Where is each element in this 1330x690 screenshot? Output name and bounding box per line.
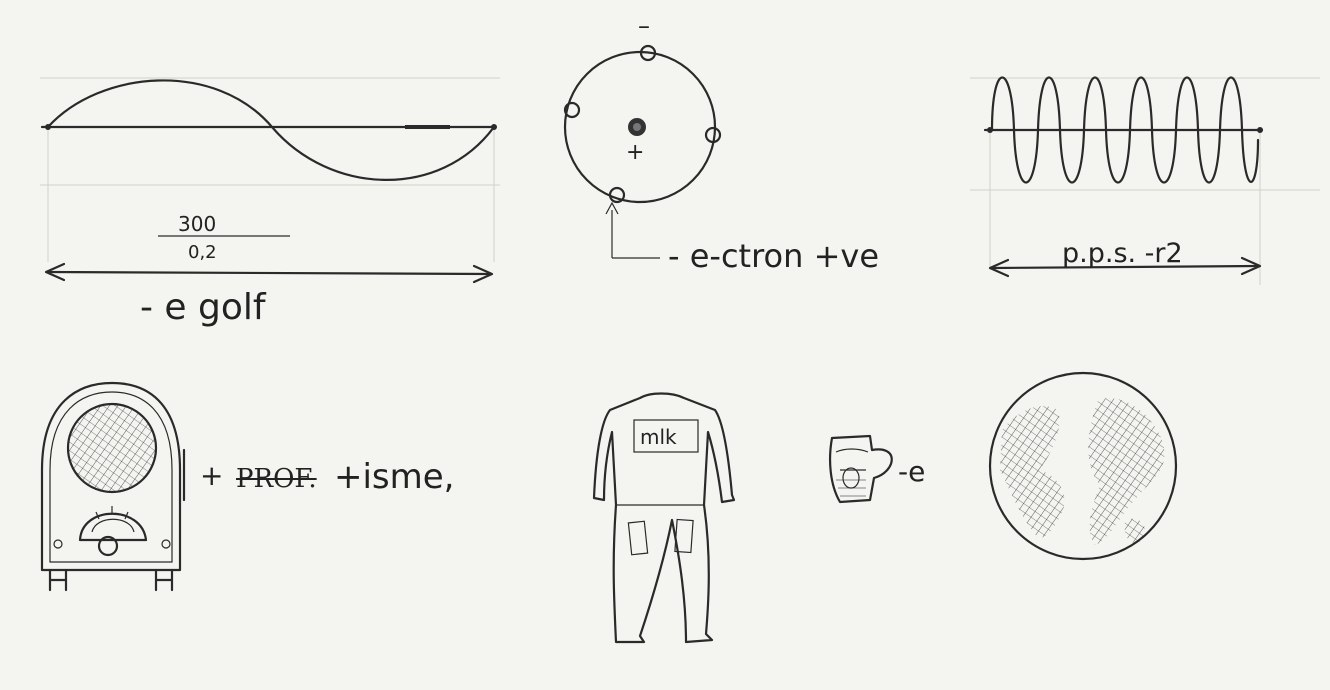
wave-caption: p.p.s. -r2 [1062, 238, 1183, 269]
high-frequency-wave-icon [983, 76, 1264, 278]
fraction-denominator: 0,2 [188, 242, 217, 263]
radio-icon [40, 381, 186, 592]
jug-icon [828, 434, 893, 504]
paper-guides [40, 77, 1320, 285]
double-arrow [44, 262, 494, 284]
globe-icon [988, 371, 1178, 561]
radio-plus-sign: + [200, 459, 224, 492]
double-arrow [988, 256, 1262, 278]
jug-suffix: -e [898, 455, 926, 488]
fraction-numerator: 300 [178, 212, 217, 236]
sine-caption: - e golf [140, 287, 266, 328]
suit-chest-label: mlk [640, 425, 677, 449]
atom-caption: - e-ctron +ve [668, 237, 880, 275]
struck-word: PROF. [236, 464, 317, 494]
atom-icon [563, 44, 722, 259]
sine-wave-icon [40, 79, 497, 284]
nucleus-plus-sign: + [626, 140, 645, 165]
suit-icon [592, 392, 736, 644]
radio-suffix: +isme, [334, 457, 455, 497]
electron-minus-sign: – [638, 12, 650, 40]
